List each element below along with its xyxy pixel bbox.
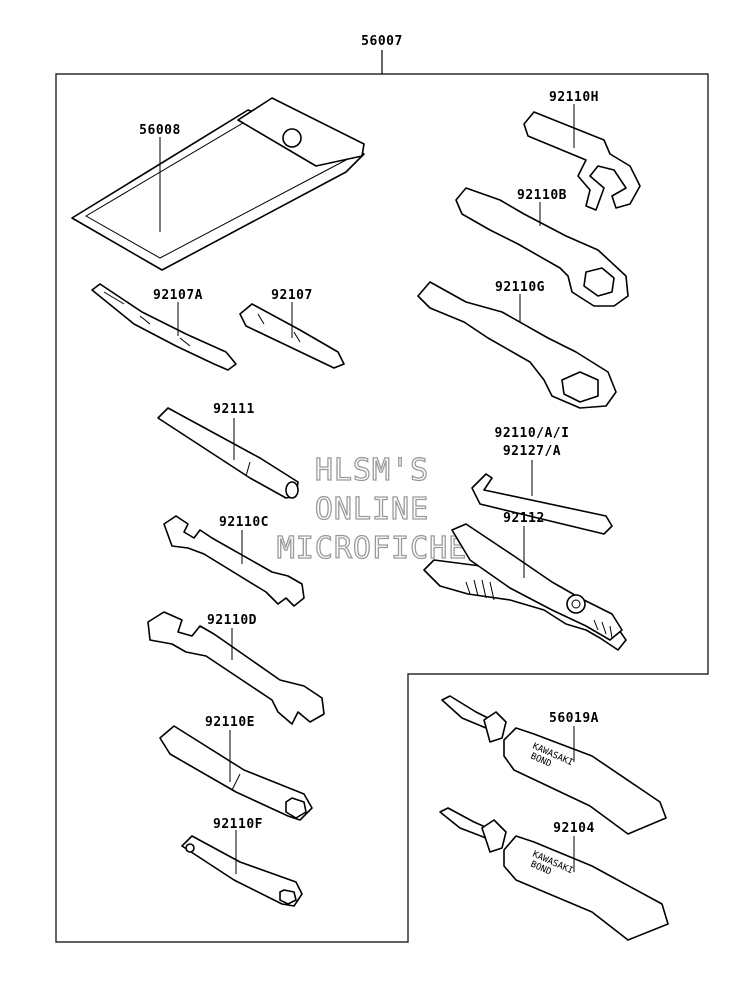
label-hex-a1: 92110/A/I: [495, 426, 570, 441]
label-ring-b: 92110B: [517, 188, 567, 203]
box-wrench: [159, 725, 313, 821]
label-wrench-d: 92110D: [207, 613, 257, 628]
watermark: HLSM'S ONLINE MICROFICHE: [276, 452, 468, 566]
label-bond: 92104: [553, 821, 595, 836]
bond-tube: KAWASAKI BOND: [439, 807, 669, 941]
pliers: [423, 523, 627, 651]
label-bond-a: 56019A: [549, 711, 599, 726]
hex-wrench: [471, 473, 613, 535]
label-box-f: 92110F: [213, 817, 263, 832]
part-labels: 56007 56008 92107A 92107 92111 92110C 92…: [139, 34, 599, 836]
label-driver-a: 92107A: [153, 288, 203, 303]
label-ring-g: 92110G: [495, 280, 545, 295]
plug-wrench: [181, 835, 303, 907]
label-hex-a2: 92127/A: [503, 444, 561, 459]
screwdriver-bit-a: [91, 283, 237, 371]
label-spanner-h: 92110H: [549, 90, 599, 105]
watermark-line-3: MICROFICHE: [277, 531, 468, 566]
tool-pouch: [71, 97, 365, 271]
label-kit: 56007: [361, 34, 403, 49]
bond-tube-a: KAWASAKI BOND: [441, 695, 667, 835]
label-handle: 92111: [213, 402, 255, 417]
ring-wrench-b: [455, 187, 629, 307]
label-pouch: 56008: [139, 123, 181, 138]
label-wrench-c: 92110C: [219, 515, 269, 530]
wrench-small: [163, 515, 305, 607]
label-driver: 92107: [271, 288, 313, 303]
ring-wrench-g: [417, 281, 617, 409]
wrench-large: [147, 611, 325, 725]
kit-frame: [55, 73, 709, 943]
leader-lines: [159, 104, 575, 874]
watermark-line-1: HLSM'S: [315, 453, 429, 488]
label-pliers: 92112: [503, 511, 545, 526]
c-spanner: [523, 111, 641, 211]
label-box-e: 92110E: [205, 715, 255, 730]
watermark-line-2: ONLINE: [315, 492, 429, 527]
handle: [157, 407, 299, 499]
